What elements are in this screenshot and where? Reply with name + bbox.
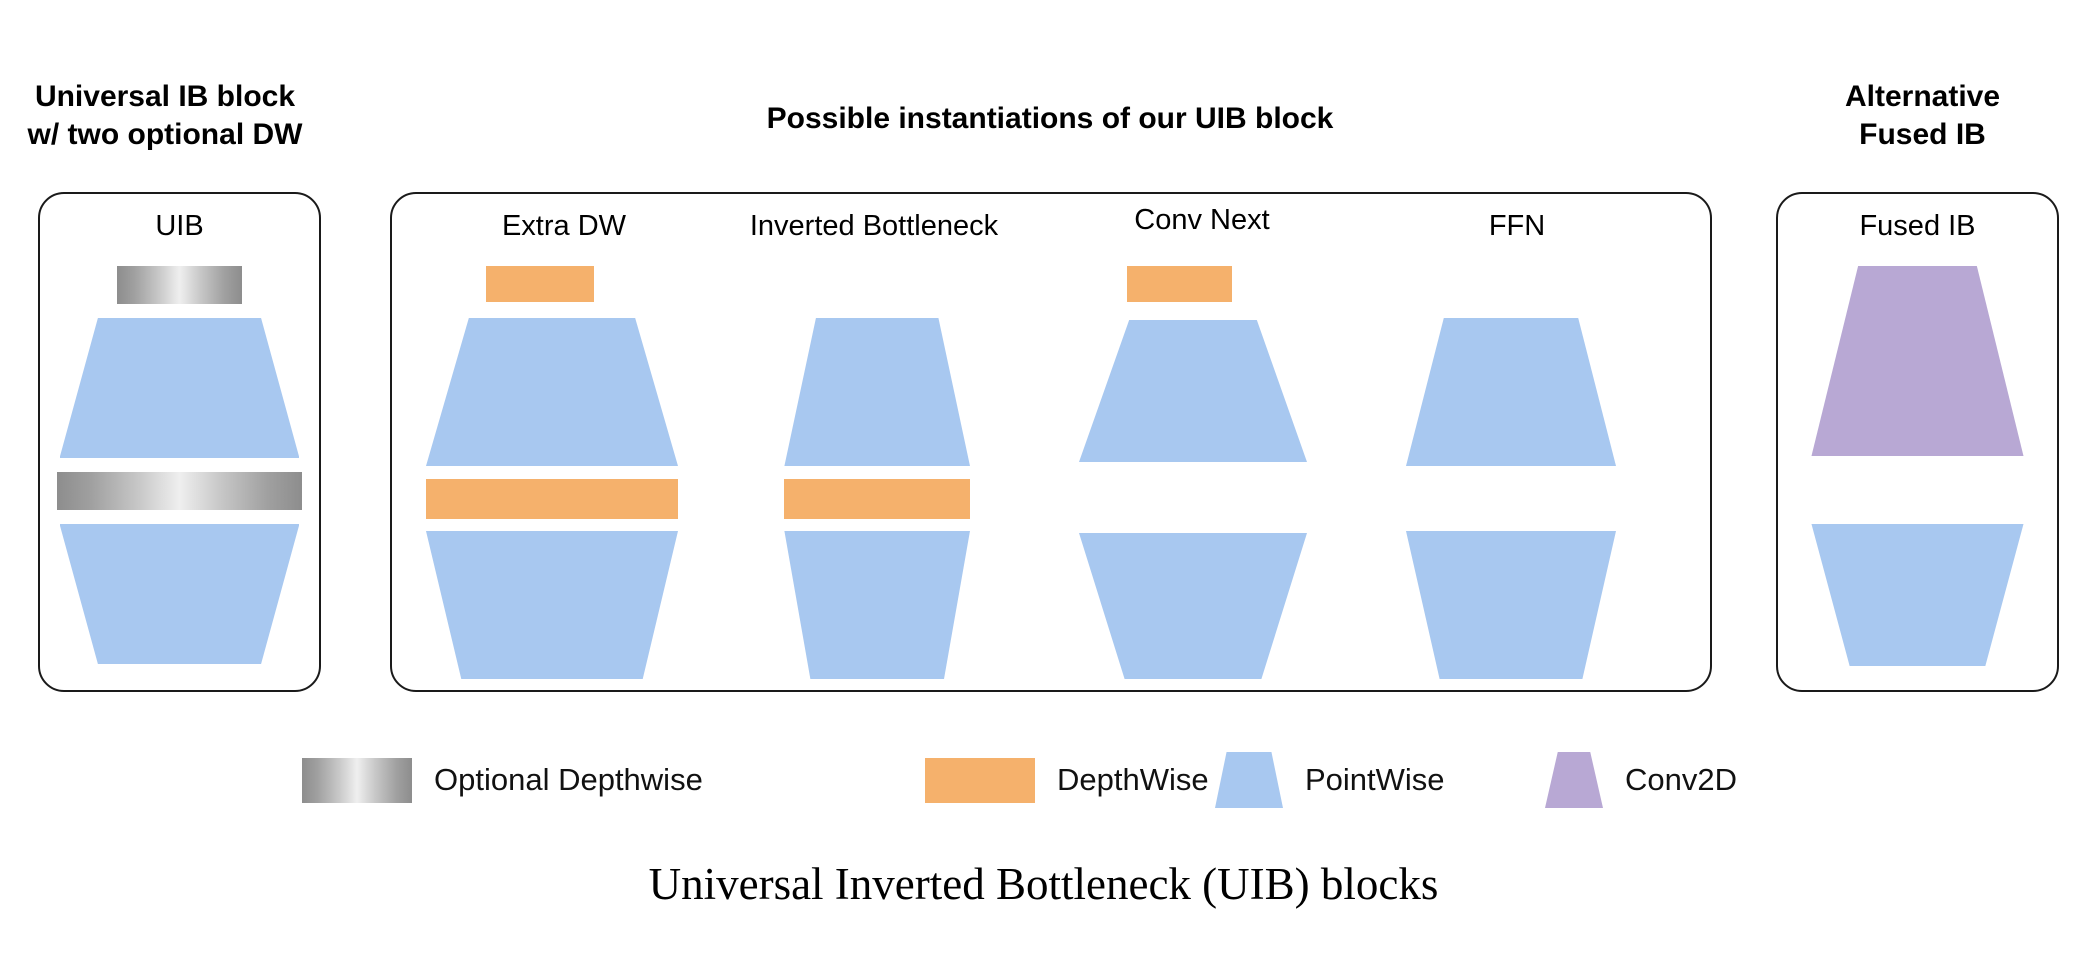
panel-uib: UIB [38,192,321,692]
pointwise-project-shape [1811,524,2024,666]
depthwise-top-bar [486,266,594,302]
legend-item-conv2d: Conv2D [1545,748,1737,812]
legend-label: PointWise [1305,762,1445,797]
heading-alternative-fused-ib: Alternative Fused IB [1844,80,2001,152]
legend: Optional Depthwise DepthWise PointWise C… [0,748,2087,812]
pointwise-project-shape [784,531,970,679]
column-ffn: FFN [1367,194,1667,690]
extra-dw-stack [414,256,714,690]
inverted-bottleneck-stack [714,256,1034,690]
optional-dw-mid-bar [56,472,303,510]
figure-caption: Universal Inverted Bottleneck (UIB) bloc… [648,859,1439,909]
optional-dw-top-bar [116,266,243,304]
depthwise-top-bar [1127,266,1232,302]
panel-instantiations: Extra DW Inverted Bottleneck Conv Next F… [390,192,1712,692]
uib-block-stack [40,256,319,690]
pointwise-project-shape [1406,531,1616,679]
pointwise-project-shape [426,531,678,679]
column-extra-dw: Extra DW [414,194,714,690]
optional-depthwise-swatch [302,757,412,803]
fused-ib-stack [1778,256,2057,690]
legend-label: Optional Depthwise [434,762,703,797]
column-inverted-bottleneck: Inverted Bottleneck [714,194,1034,690]
pointwise-expand-shape [426,318,678,466]
depthwise-mid-bar [426,479,678,519]
panel-fused-ib-label: Fused IB [1859,210,1976,242]
column-extra-dw-label: Extra DW [501,210,627,242]
conv2d-shape [1811,266,2024,456]
column-ffn-label: FFN [1488,210,1546,242]
column-conv-next: Conv Next [1052,194,1352,690]
column-inverted-bottleneck-label: Inverted Bottleneck [749,210,999,242]
ffn-stack [1367,256,1667,690]
panel-uib-label: UIB [155,210,204,242]
pointwise-project-shape [59,524,300,664]
heading-possible-instantiations: Possible instantiations of our UIB block [766,102,1334,135]
column-conv-next-label: Conv Next [1134,204,1270,236]
pointwise-expand-shape [784,318,970,466]
heading-universal-ib-block: Universal IB block w/ two optional DW [27,80,303,152]
legend-item-depthwise: DepthWise [925,748,1209,812]
pointwise-project-shape [1079,533,1307,679]
pointwise-swatch [1215,752,1283,808]
depthwise-swatch [925,757,1035,803]
legend-label: Conv2D [1625,762,1737,797]
legend-label: DepthWise [1057,762,1209,797]
pointwise-expand-shape [1406,318,1616,466]
legend-item-optional-depthwise: Optional Depthwise [302,748,703,812]
conv-next-stack [1052,256,1352,690]
legend-item-pointwise: PointWise [1215,748,1445,812]
pointwise-expand-shape [1079,320,1307,462]
panel-fused-ib: Fused IB [1776,192,2059,692]
depthwise-mid-bar [784,479,970,519]
conv2d-swatch [1545,752,1603,808]
pointwise-expand-shape [59,318,300,458]
